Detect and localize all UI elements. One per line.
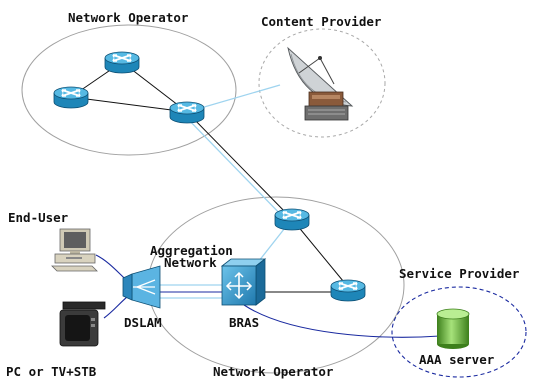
- content-provider-label: Content Provider: [261, 14, 382, 29]
- link-r2-r3: [70, 96, 188, 113]
- link-bras-aaa: [243, 304, 441, 338]
- bras-label: BRAS: [229, 315, 259, 330]
- database-icon: [436, 308, 470, 349]
- router-icon: [104, 51, 140, 74]
- link-r3-r4-light: [183, 114, 288, 222]
- network-operator-cloud-top: [21, 24, 237, 156]
- bras-switch-icon: [220, 258, 267, 306]
- aggregation-network-label-line1: Aggregation: [150, 243, 233, 258]
- pc-tv-stb-label: PC or TV+STB: [6, 364, 97, 379]
- router-icon: [169, 101, 205, 124]
- service-provider-cloud: [391, 286, 527, 378]
- router-icon: [274, 208, 310, 231]
- link-r3-r4-dark: [188, 113, 293, 220]
- satellite-dish-icon: [287, 46, 354, 121]
- router-icon: [53, 86, 89, 109]
- pc-icon: [51, 228, 98, 272]
- dslam-icon: [122, 265, 161, 309]
- dslam-label: DSLAM: [124, 315, 162, 330]
- end-user-label: End-User: [8, 210, 69, 225]
- tv-icon: [59, 301, 106, 347]
- network-operator-bottom-label: Network Operator: [213, 364, 334, 379]
- link-r4-r5: [291, 218, 349, 288]
- aggregation-network-label-line2: Network: [164, 255, 217, 270]
- network-operator-top-label: Network Operator: [68, 10, 189, 25]
- service-provider-label: Service Provider: [399, 266, 520, 281]
- content-provider-cloud: [258, 28, 386, 138]
- aaa-server-label: AAA server: [419, 352, 495, 367]
- router-icon: [330, 279, 366, 302]
